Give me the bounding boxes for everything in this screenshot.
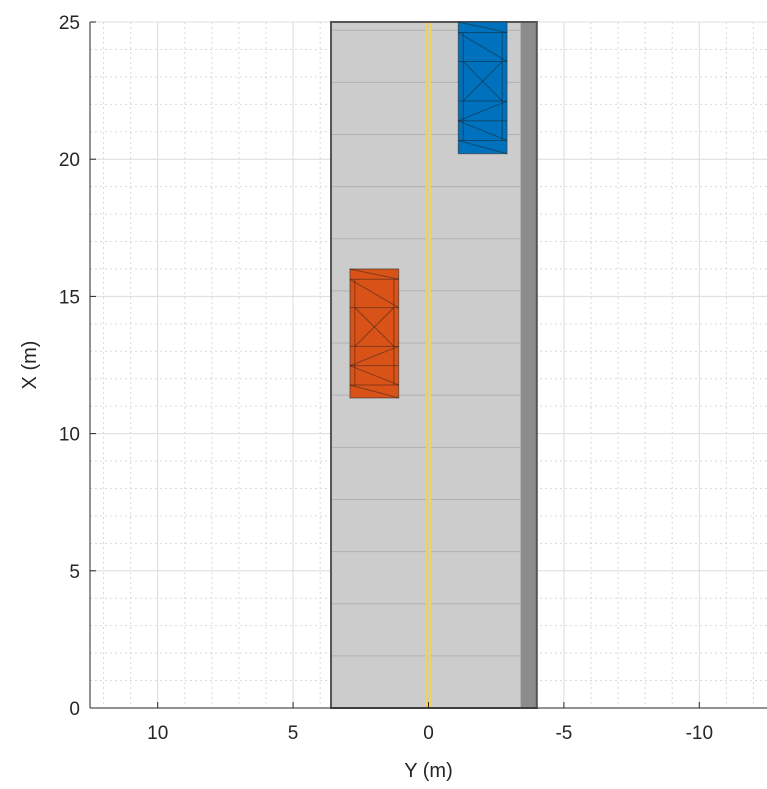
vehicle-mesh-line	[458, 140, 508, 155]
y-axis-label: X (m)	[19, 341, 41, 390]
vehicle-mesh-line	[349, 268, 399, 280]
road-shoulder	[520, 22, 537, 708]
y-tick-label: 20	[59, 150, 80, 171]
vehicle-mesh-line	[462, 61, 503, 102]
vehicle-mesh-line	[458, 32, 508, 62]
vehicle-mesh-line	[354, 307, 395, 347]
y-tick-label: 10	[59, 425, 80, 446]
y-tick-label: 0	[69, 699, 80, 720]
vehicles	[349, 21, 508, 399]
x-tick-label: 5	[288, 723, 299, 744]
vehicle-2	[349, 268, 400, 399]
vehicle-mesh-line	[349, 345, 399, 367]
x-tick-label: -5	[555, 723, 572, 744]
y-tick-label: 25	[59, 13, 80, 34]
vehicle-body	[457, 21, 508, 155]
x-tick-label: 0	[423, 723, 434, 744]
vehicle-1	[457, 21, 508, 155]
y-tick-label: 15	[59, 287, 80, 308]
x-axis-label: Y (m)	[404, 760, 453, 782]
y-tick-label: 5	[69, 562, 80, 583]
vehicle-mesh-line	[462, 61, 503, 102]
vehicle-mesh-line	[354, 307, 395, 347]
vehicle-mesh-line	[349, 278, 399, 309]
vehicle-body	[349, 268, 400, 399]
tick-labels: 10 5 0 -5 -10 0 5 10 15 20 25	[59, 13, 713, 744]
axes	[89, 21, 767, 709]
vehicle-mesh-line	[458, 21, 508, 34]
vehicle-mesh-line	[349, 384, 399, 399]
vehicle-mesh-line	[458, 120, 508, 142]
x-tick-label: -10	[686, 723, 713, 744]
vehicle-mesh-line	[349, 365, 399, 386]
vehicle-mesh-line	[458, 100, 508, 122]
x-tick-label: 10	[147, 723, 168, 744]
